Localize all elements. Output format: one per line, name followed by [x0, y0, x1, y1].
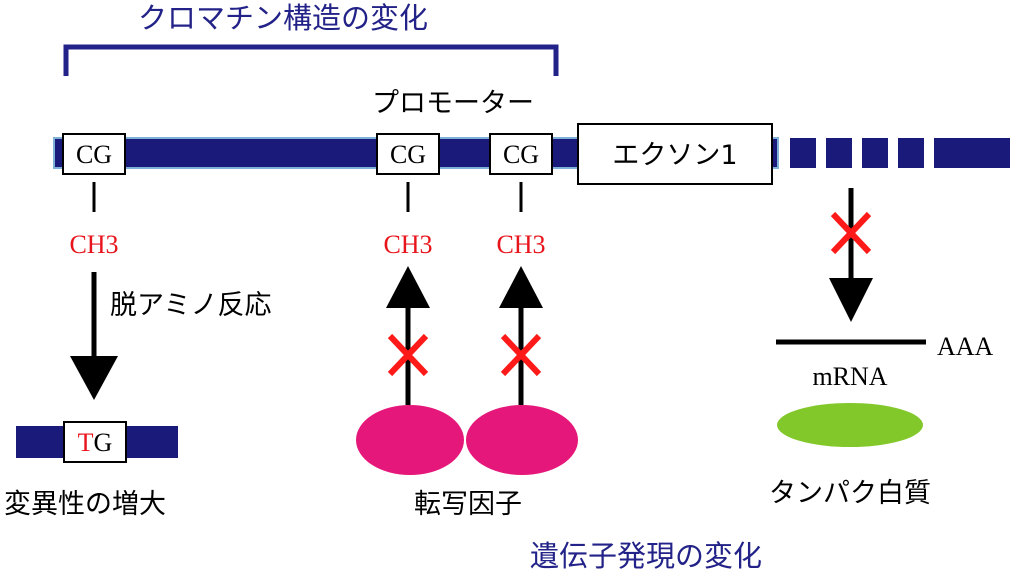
transcription-factor-label: 転写因子	[414, 489, 522, 520]
tg-site: TG	[63, 421, 127, 463]
protein-label: タンパク白質	[769, 478, 931, 509]
exon-1-box: エクソン1	[577, 123, 773, 185]
cross-mark-icon	[387, 333, 429, 377]
dna-strand-dashed	[790, 138, 1010, 168]
mutation-increase-label: 変異性の増大	[4, 489, 166, 520]
tg-mutated-base: T	[78, 428, 94, 457]
chromatin-bracket	[63, 44, 559, 76]
protein-blob	[777, 403, 923, 447]
cg-label: CG	[503, 140, 539, 169]
methyl-label: CH3	[69, 230, 118, 259]
promoter-label: プロモーター	[372, 88, 534, 119]
cg-site: CG	[376, 133, 440, 175]
tg-guanine: G	[94, 428, 113, 457]
cg-site: CG	[62, 133, 126, 175]
methyl-label: CH3	[383, 230, 432, 259]
cross-mark-icon	[500, 333, 542, 377]
methyl-label: CH3	[496, 230, 545, 259]
svg-text:TG: TG	[78, 428, 113, 457]
cg-label: CG	[390, 140, 426, 169]
polya-tail-label: AAA	[937, 332, 994, 361]
mrna-label: mRNA	[812, 362, 887, 391]
deamination-arrow-icon	[70, 272, 118, 400]
cg-site: CG	[489, 133, 553, 175]
exon-label: エクソン1	[612, 140, 737, 171]
transcription-factor-blob	[356, 405, 464, 475]
deamination-label: 脱アミノ反応	[110, 290, 271, 321]
gene-expression-change-title: 遺伝子発現の変化	[530, 539, 762, 573]
cg-label: CG	[76, 140, 112, 169]
cross-mark-icon	[830, 211, 872, 255]
chromatin-change-title: クロマチン構造の変化	[138, 1, 428, 35]
transcription-factor-blob	[466, 405, 578, 475]
transcription-arrow-icon	[829, 188, 873, 322]
